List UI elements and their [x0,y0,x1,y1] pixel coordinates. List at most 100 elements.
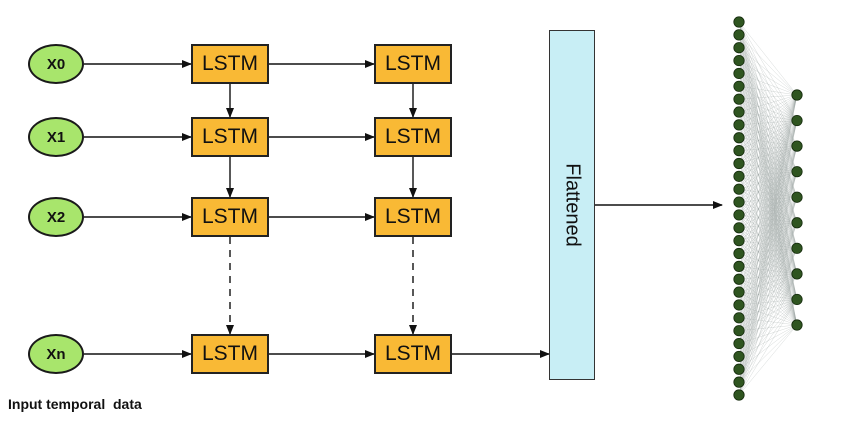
dense-node [733,376,745,388]
dense-node [733,325,745,337]
dense-node [733,312,745,324]
dense-edge [738,47,798,96]
dense-edge [738,324,798,383]
dense-node [733,54,745,67]
output-node [791,293,803,306]
input-node-x0: X0 [28,44,84,84]
dense-node [733,363,745,375]
dense-edge [738,60,798,96]
dense-node [733,183,745,195]
dense-node [733,42,745,54]
dense-edge [738,94,798,318]
output-node [791,319,803,331]
lstm-cell-l2-t0: LSTM [374,44,452,84]
dense-edge [738,273,798,383]
dense-edge [738,94,798,383]
dense-edge [738,171,798,396]
flatten-layer: Flattened [549,30,595,380]
dense-edge [738,299,798,383]
dense-edge [738,94,798,203]
dense-edge [738,94,798,190]
dense-edge [738,94,798,216]
dense-edge [738,94,798,357]
dense-edge [738,94,798,100]
dense-node [733,389,745,401]
dense-node [733,132,745,144]
output-node [791,89,803,101]
output-node [791,140,803,152]
dense-edge [738,248,798,396]
lstm-cell-l1-t0: LSTM [191,44,269,84]
dense-node [733,235,745,247]
dense-edge [738,273,798,396]
dense-edge [738,94,798,267]
dense-node [733,209,745,221]
dense-node [733,106,745,118]
dense-connections [738,21,798,396]
dense-node [733,273,745,285]
dense-edge [738,94,798,306]
dense-edge [738,94,798,151]
dense-node [733,119,745,131]
dense-edge [738,21,798,96]
dense-edge [738,94,798,126]
dense-edge [738,94,798,370]
dense-edge [738,94,798,241]
dense-edge [738,197,798,383]
dense-edge [738,222,798,396]
dense-edge [738,73,798,96]
output-node [791,242,803,254]
dense-edge [738,94,798,396]
lstm-cell-l1-t2: LSTM [191,197,269,237]
input-node-x2: X2 [28,197,84,237]
dense-edge [738,171,798,383]
lstm-cell-l2-t2: LSTM [374,197,452,237]
dense-edge [738,86,798,96]
lstm-cell-l2-tn: LSTM [374,334,452,374]
dense-edge [738,94,798,164]
dense-node [733,350,745,363]
dense-node [733,157,745,170]
dense-edge [738,94,798,113]
dense-node [733,337,745,350]
dense-edge [738,248,798,383]
dense-node [733,222,745,234]
dense-node [733,80,745,92]
dense-edge [738,222,798,383]
input-node-x1: X1 [28,117,84,157]
dense-edge [738,146,798,396]
lstm-cell-l2-t1: LSTM [374,117,452,157]
dense-node [733,196,745,208]
dense-node [733,286,745,298]
dense-edge [738,120,798,396]
output-node [791,268,803,280]
input-caption: Input temporal data [8,396,142,412]
dense-edge [738,94,798,138]
dense-node [733,170,745,182]
dense-node [733,145,745,157]
dense-node [733,67,745,80]
dense-edge [738,94,798,344]
dense-node [733,247,745,260]
dense-edge [738,94,798,177]
dense-node [733,299,745,311]
dense-node [733,29,745,41]
dense-edge [738,324,798,396]
output-node [791,166,803,178]
dense-edge [738,94,798,228]
lstm-cell-l1-t1: LSTM [191,117,269,157]
dense-edge [738,146,798,383]
flatten-label: Flattened [561,163,584,247]
dense-edge [738,299,798,396]
input-node-xn: Xn [28,334,84,374]
lstm-cell-l1-tn: LSTM [191,334,269,374]
dense-edge [738,94,798,331]
dense-edge [738,94,798,280]
output-node [791,114,803,127]
dense-edge [738,197,798,396]
output-node [791,191,803,203]
dense-edge [738,94,798,293]
dense-edge [738,34,798,96]
